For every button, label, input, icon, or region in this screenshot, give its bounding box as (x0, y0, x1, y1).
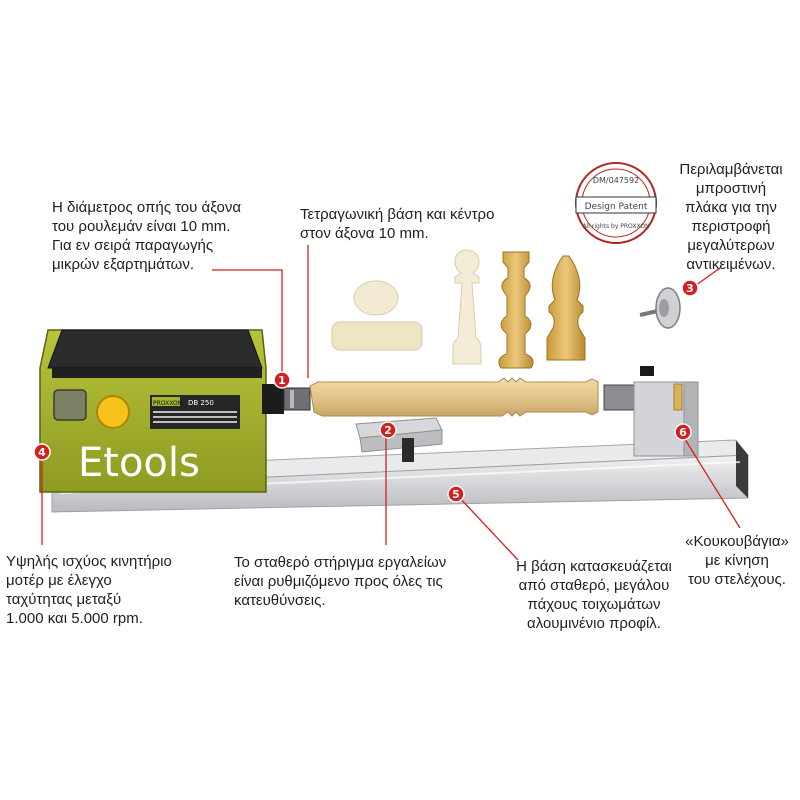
marker-1: 1 (273, 371, 291, 389)
svg-text:4: 4 (38, 446, 46, 459)
design-patent-stamp: DM/047592 Design Patent All rights by PR… (575, 162, 657, 244)
speed-control-knob[interactable] (96, 395, 130, 429)
stamp-bottom-text: All rights by PROXXON (583, 223, 650, 230)
workpiece-spindle (498, 251, 534, 369)
stamp-middle-text: Design Patent (585, 202, 648, 212)
svg-text:6: 6 (679, 426, 687, 439)
workpiece-egg (353, 280, 399, 316)
callout-bed: Η βάση κατασκευάζεται από σταθερό, μεγάλ… (516, 558, 672, 632)
rubber-top-pad (47, 329, 263, 369)
headstock: PROXXON DB 250 Etools (39, 329, 267, 493)
callout-faceplate: Περιλαμβάνεται μπροστινή πλάκα για την π… (679, 161, 783, 273)
stamp-top-text: DM/047592 (593, 176, 639, 185)
workpiece-vase (546, 255, 586, 361)
faceplate-accessory (639, 287, 681, 329)
svg-text:2: 2 (384, 424, 392, 437)
marker-4: 4 (33, 443, 51, 461)
svg-text:1: 1 (278, 374, 286, 387)
callout-spindle: Η διάμετρος οπής του άξονα του ρουλεμάν … (52, 199, 242, 273)
marker-2: 2 (379, 421, 397, 439)
drive-spindle (262, 384, 311, 414)
callout-tool-rest: Το σταθερό στήριγμα εργαλείων είναι ρυθμ… (234, 554, 447, 609)
leader-lines (41, 245, 741, 561)
svg-text:3: 3 (686, 282, 694, 295)
tailstock (603, 366, 699, 457)
callout-tailstock: «Κουκουβάγια» με κίνηση του στελέχους. (685, 533, 789, 588)
marker-6: 6 (674, 423, 692, 441)
turned-workpiece (309, 377, 599, 417)
sample-workpieces (331, 249, 586, 369)
tool-rest (355, 417, 443, 462)
motor-vent-window (53, 389, 87, 421)
callout-motor: Υψηλής ισχύος κινητήριο μοτέρ με έλεγχο … (6, 553, 172, 627)
marker-3: 3 (681, 279, 699, 297)
svg-text:5: 5 (452, 488, 460, 501)
callout-square-base: Τετραγωνική βάση και κέντρο στον άξονα 1… (300, 206, 495, 242)
workpiece-figure (452, 249, 482, 365)
brand-label: PROXXON (153, 400, 182, 407)
workpiece-cylinder (331, 321, 423, 351)
model-label: DB 250 (188, 399, 214, 407)
etools-watermark: Etools (78, 440, 200, 486)
marker-5: 5 (447, 485, 465, 503)
